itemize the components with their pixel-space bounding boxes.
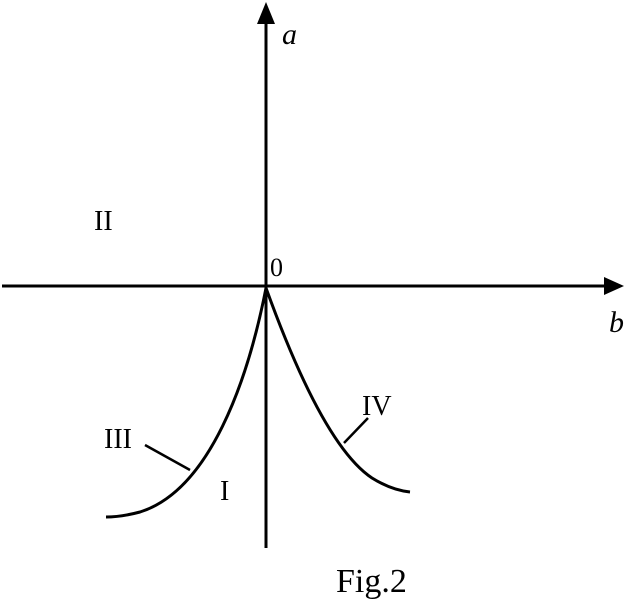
curve-iii-leader-line	[144, 443, 191, 472]
origin-label: 0	[270, 253, 283, 282]
vertical-axis-label: a	[282, 18, 297, 51]
horizontal-axis-label: b	[609, 306, 624, 339]
region-ii-label: II	[94, 206, 113, 237]
curve-iv-leader-line	[343, 417, 369, 444]
curve-iii-label: III	[104, 424, 132, 455]
horizontal-axis-arrow-icon	[604, 277, 624, 295]
vertical-axis-arrow-icon	[257, 2, 275, 24]
curve-iii	[105, 287, 268, 519]
figure-caption: Fig.2	[336, 563, 407, 600]
region-i-label: I	[220, 476, 229, 507]
curve-iv-label: IV	[362, 391, 392, 422]
curve-iv	[264, 287, 411, 494]
